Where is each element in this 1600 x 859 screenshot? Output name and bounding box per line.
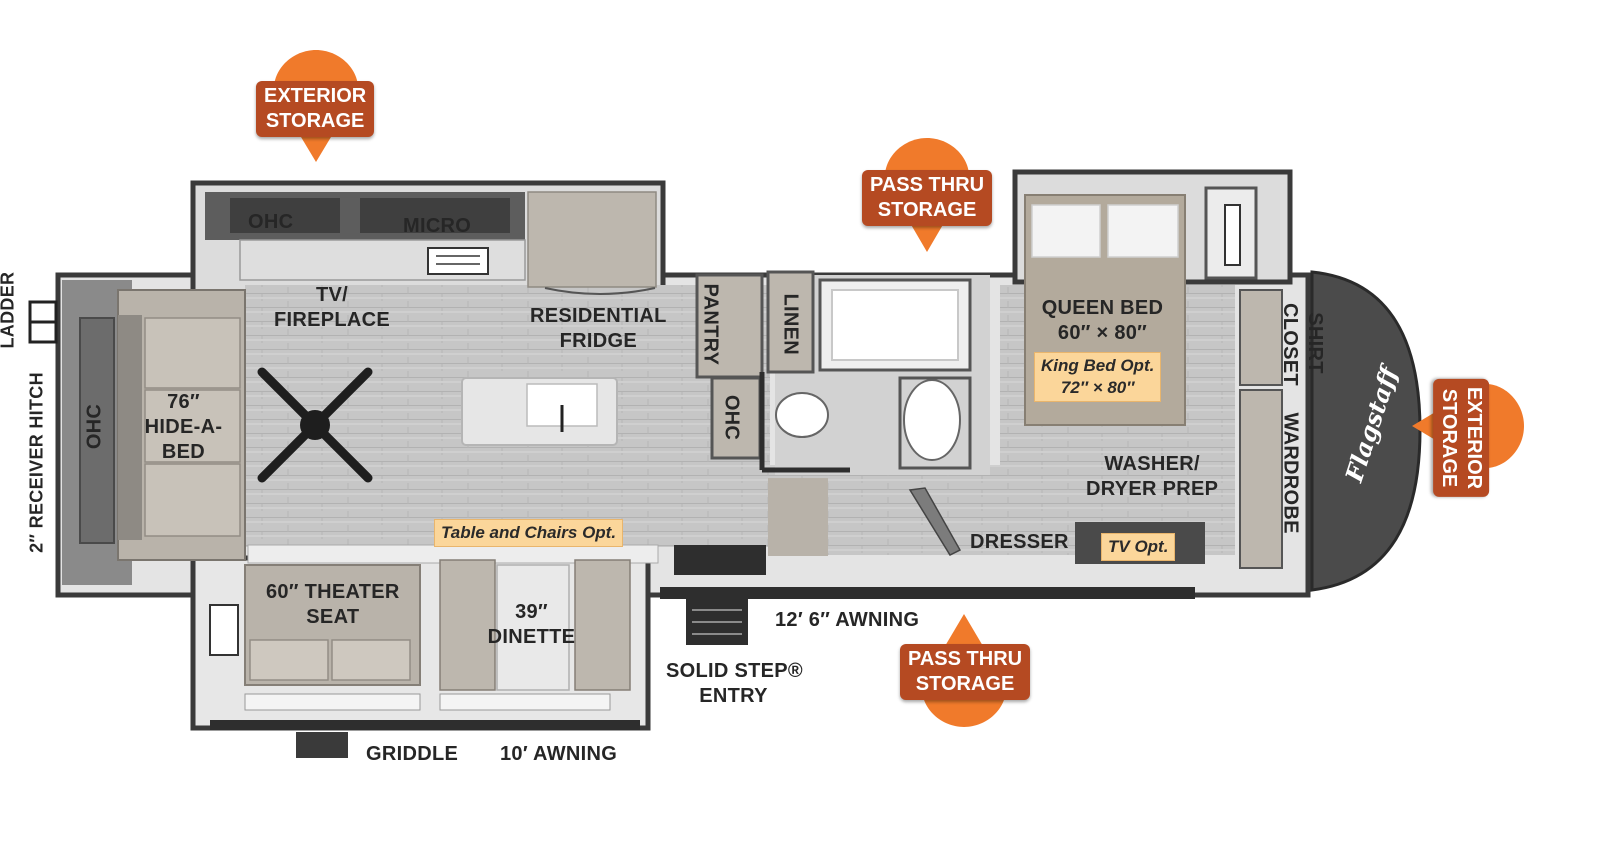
bath-block bbox=[695, 270, 972, 556]
ohc-bath-label: OHC bbox=[720, 394, 743, 441]
pass-thru-storage-badge-bottom: PASS THRU STORAGE bbox=[900, 644, 1031, 700]
ohc-kitchen-label: OHC bbox=[248, 211, 294, 233]
tv-fireplace-label: TV/ FIREPLACE bbox=[274, 284, 391, 331]
theater-seat-label: 60″ THEATER SEAT bbox=[266, 581, 400, 628]
shirt-closet-label: SHIRT CLOSET bbox=[1279, 303, 1326, 386]
microwave-label: MICRO bbox=[403, 215, 472, 237]
ladder-label: LADDER bbox=[0, 271, 18, 349]
dinette-label: 39″ DINETTE bbox=[487, 601, 576, 648]
linen-label: LINEN bbox=[779, 293, 802, 356]
ceiling-fan-icon bbox=[257, 367, 373, 483]
entry-steps bbox=[674, 545, 766, 645]
tv-option-note: TV Opt. bbox=[1101, 533, 1176, 561]
griddle-label: GRIDDLE bbox=[366, 743, 459, 765]
ohc-rear-label: OHC bbox=[83, 403, 106, 450]
queen-bed-label: QUEEN BED 60″ × 80″ bbox=[1041, 297, 1164, 344]
washer-dryer-label: WASHER/ DRYER PREP bbox=[1086, 453, 1219, 500]
pass-thru-storage-badge-top: PASS THRU STORAGE bbox=[862, 170, 993, 226]
exterior-storage-badge-front: EXTERIOR STORAGE bbox=[1433, 378, 1490, 498]
kitchen-island bbox=[461, 377, 618, 446]
king-bed-option-note: King Bed Opt. 72″ × 80″ bbox=[1034, 352, 1162, 402]
solid-step-entry-label: SOLID STEP® ENTRY bbox=[666, 660, 803, 707]
table-chairs-option-note: Table and Chairs Opt. bbox=[434, 519, 624, 547]
hide-a-bed-label: 76″ HIDE-A- BED bbox=[144, 391, 223, 463]
rear-area bbox=[28, 280, 246, 585]
awning-slide-label: 10′ AWNING bbox=[500, 743, 618, 765]
wardrobe-label: WARDROBE bbox=[1279, 412, 1302, 534]
receiver-hitch-label: 2″ RECEIVER HITCH bbox=[26, 372, 47, 553]
dresser-label: DRESSER bbox=[970, 531, 1069, 553]
kitchen-slide bbox=[205, 191, 657, 295]
awning-main-label: 12′ 6″ AWNING bbox=[775, 609, 920, 631]
exterior-storage-badge-top: EXTERIOR STORAGE bbox=[256, 81, 375, 137]
residential-fridge-label: RESIDENTIAL FRIDGE bbox=[530, 305, 667, 352]
living-slide bbox=[209, 544, 659, 758]
pantry-label: PANTRY bbox=[699, 283, 722, 366]
